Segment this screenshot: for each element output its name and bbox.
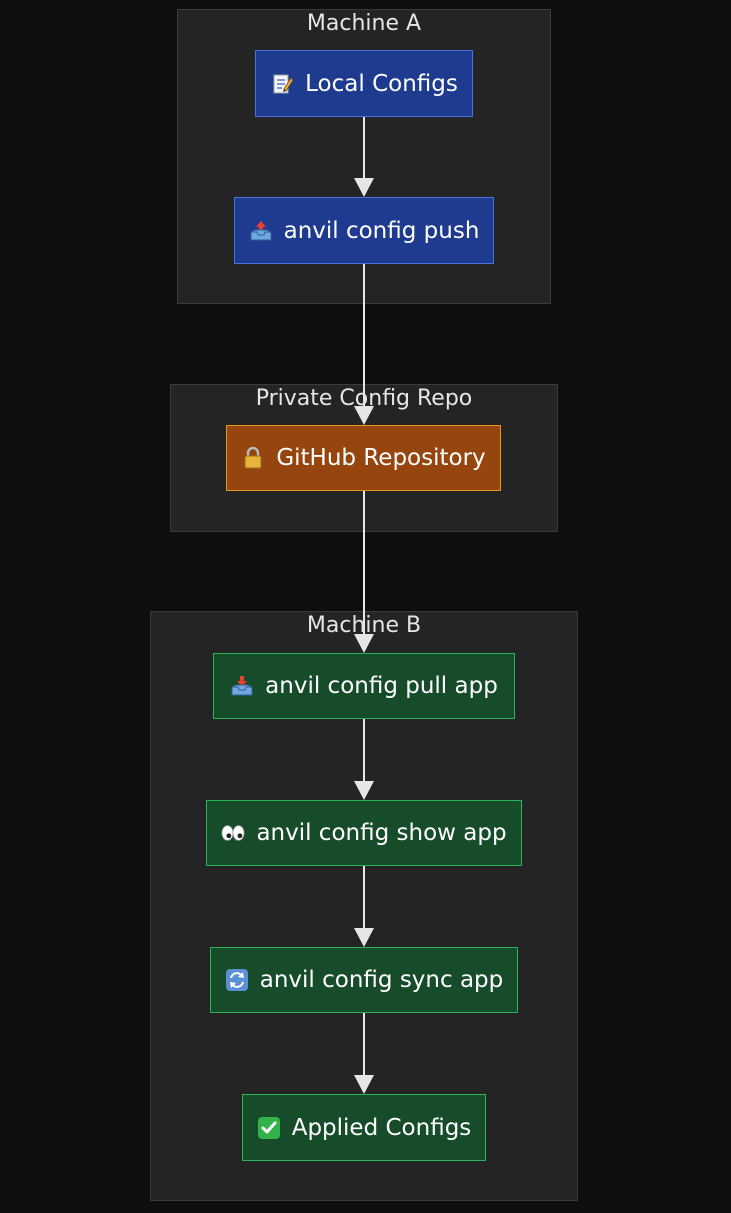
node-anvil-config-show-app: anvil config show app (206, 800, 522, 866)
node-anvil-config-push: anvil config push (234, 197, 494, 264)
node-applied-configs: Applied Configs (242, 1094, 486, 1161)
node-local-configs: Local Configs (255, 50, 473, 117)
memo-icon (270, 72, 294, 96)
node-github-repository: GitHub Repository (226, 425, 501, 491)
node-anvil-config-show-app-label: anvil config show app (256, 820, 507, 846)
cluster-machine-a-title: Machine A (306, 11, 422, 36)
lock-icon (241, 446, 265, 470)
cluster-private-config-repo-title: Private Config Repo (255, 386, 473, 411)
node-anvil-config-sync-app-label: anvil config sync app (259, 967, 504, 993)
node-anvil-config-push-label: anvil config push (283, 217, 480, 244)
node-applied-configs-label: Applied Configs (291, 1114, 472, 1141)
inbox-tray-icon (230, 674, 254, 698)
check-mark-icon (257, 1116, 281, 1140)
node-github-repository-label: GitHub Repository (276, 445, 486, 471)
node-anvil-config-pull-app-label: anvil config pull app (265, 673, 498, 699)
eyes-icon (221, 821, 245, 845)
node-local-configs-label: Local Configs (305, 70, 458, 97)
node-anvil-config-pull-app: anvil config pull app (213, 653, 515, 719)
outbox-tray-icon (249, 219, 273, 243)
sync-arrows-icon (225, 968, 249, 992)
node-anvil-config-sync-app: anvil config sync app (210, 947, 518, 1013)
cluster-machine-b-title: Machine B (306, 613, 422, 638)
